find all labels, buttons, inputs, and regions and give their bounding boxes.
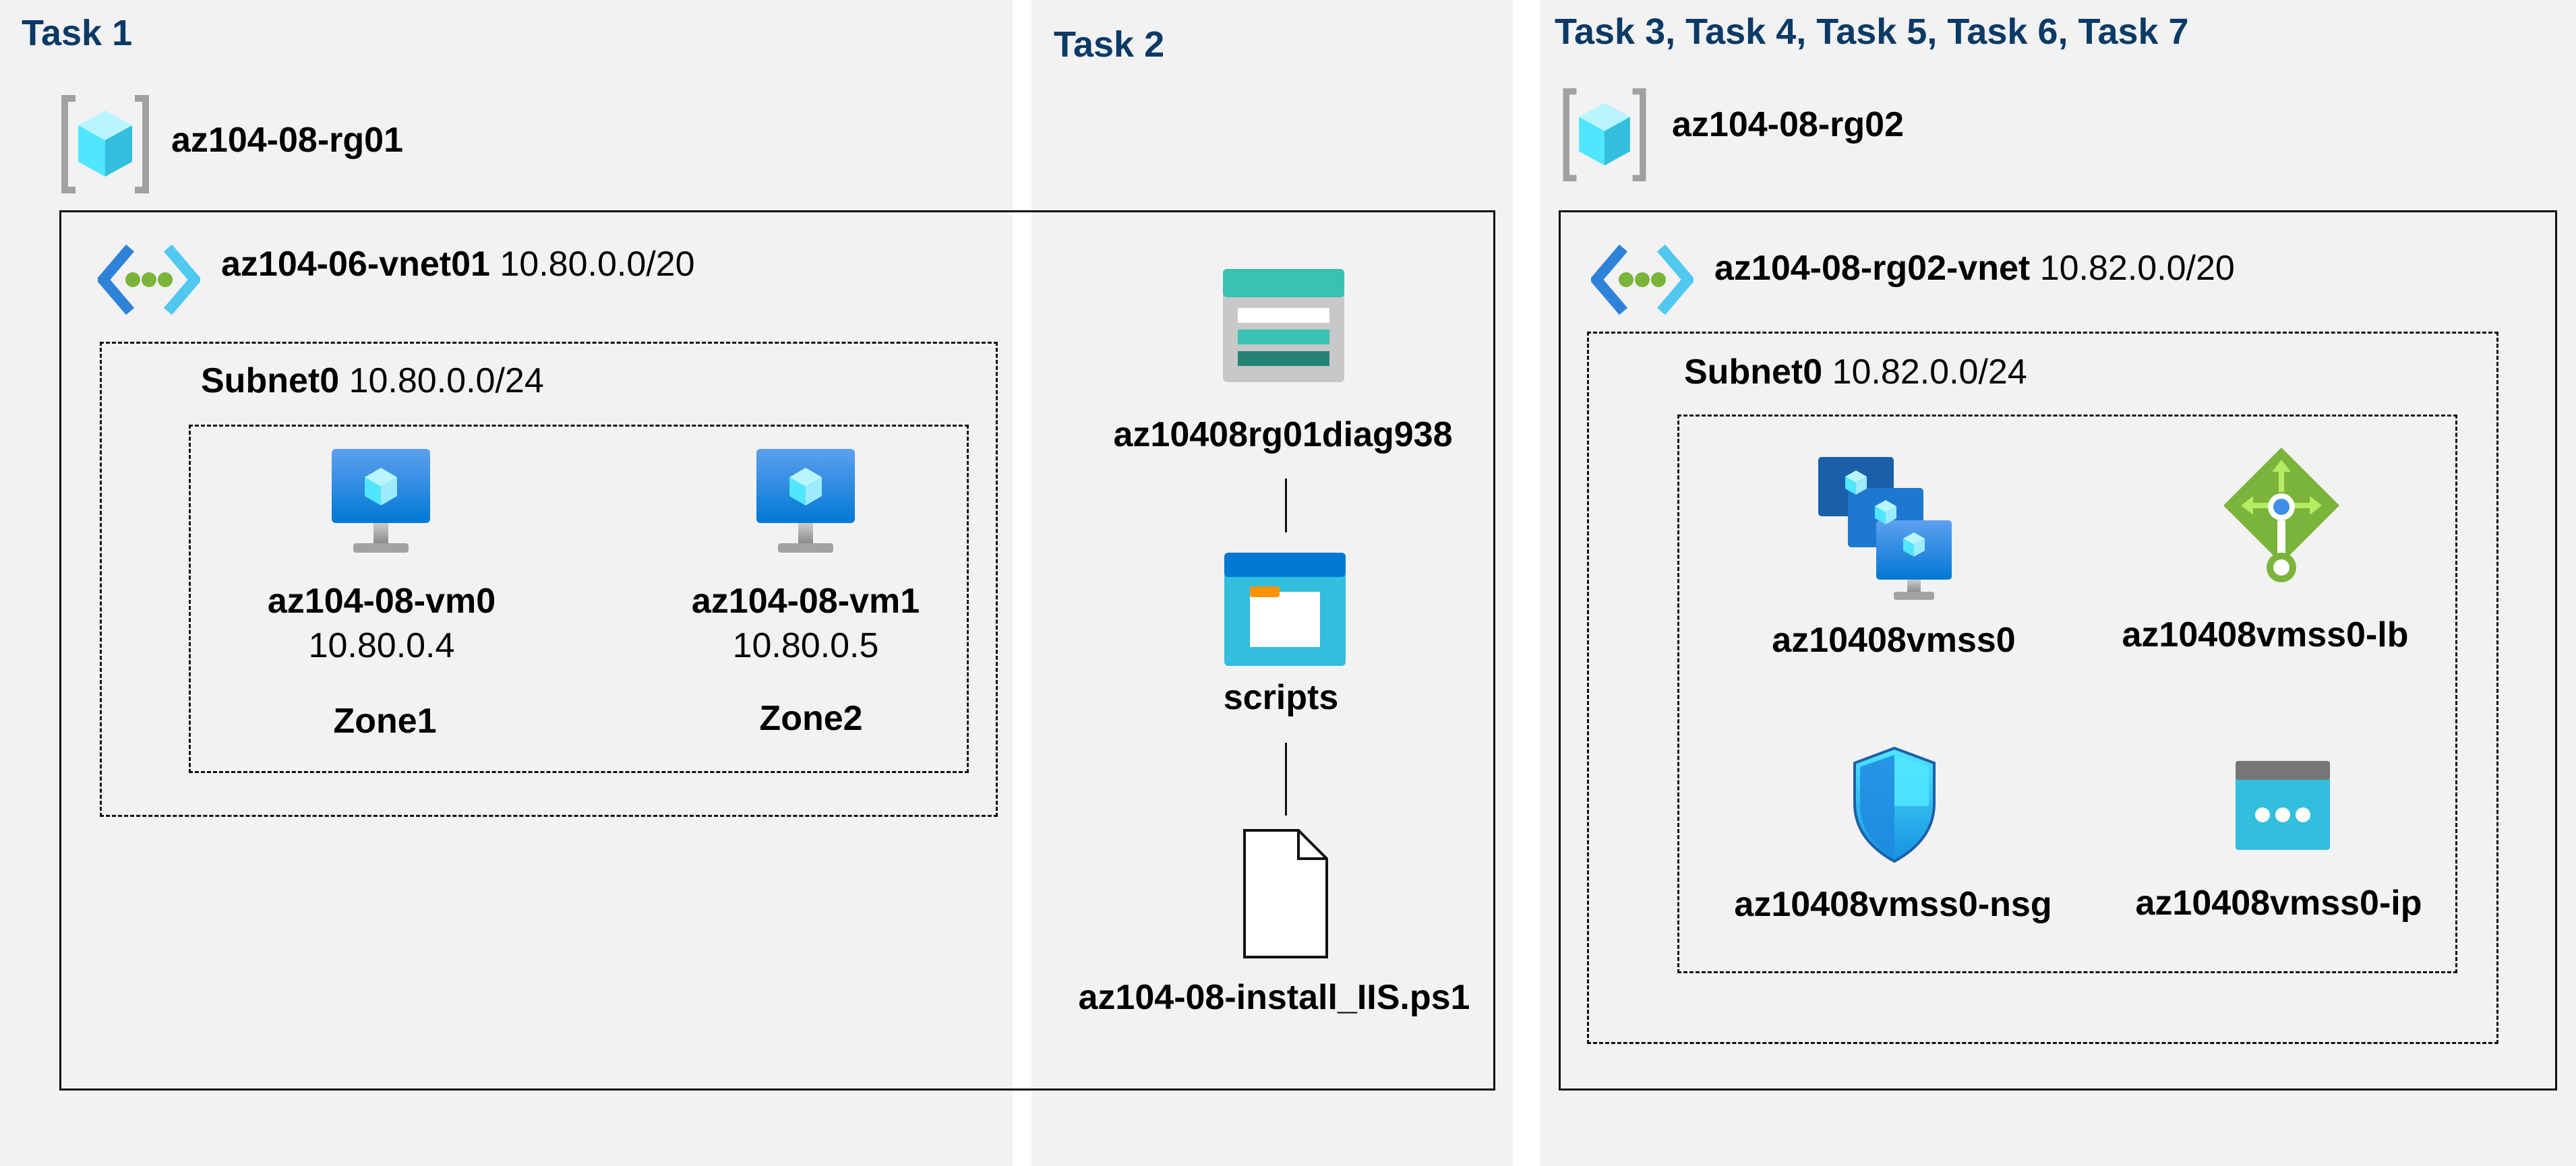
storage-account-icon [1222,268,1346,387]
subnet01-label: Subnet0 10.80.0.0/24 [201,361,544,401]
vnet01-label: az104-06-vnet01 10.80.0.0/20 [221,244,695,284]
subnet02-label: Subnet0 10.82.0.0/24 [1684,352,2027,392]
task2-title: Task 2 [1054,24,1165,65]
vmss-label: az10408vmss0 [1772,621,2016,660]
subnet01-cidr: 10.80.0.0/24 [349,361,544,400]
virtual-network-icon [96,243,202,320]
vm1-zone: Zone2 [759,699,863,738]
vnet02-name: az104-08-rg02-vnet [1714,249,2031,288]
vnet02-boundary [1559,210,2557,1091]
subnet02-cidr: 10.82.0.0/24 [1832,352,2027,392]
pip-label: az10408vmss0-ip [2135,884,2422,923]
subnet02-boundary [1587,332,2498,1044]
public-ip-icon [2234,758,2331,856]
vm0-zone: Zone1 [333,702,437,741]
vm1-name: az104-08-vm1 [691,582,920,621]
resource-group-icon [61,94,150,197]
task1-title: Task 1 [22,13,133,53]
vm1-ip: 10.80.0.5 [732,626,879,665]
task1-panel [0,0,1013,1166]
resource-group-icon [1560,88,1649,185]
vm0-name: az104-08-vm0 [267,582,496,621]
vnet01-boundary [59,210,1495,1091]
vnet01-cidr: 10.80.0.0/20 [500,245,695,284]
virtual-machine-icon [755,448,856,563]
vnet02-cidr: 10.82.0.0/20 [2039,249,2235,288]
container-label: scripts [1223,678,1339,717]
storage-to-container-line [1285,479,1287,532]
file-icon [1242,828,1329,963]
availability-zones-boundary [189,425,969,773]
subnet02-name: Subnet0 [1684,352,1823,392]
network-security-group-icon [1851,745,1938,867]
load-balancer-icon [2221,445,2342,592]
vm-scale-set-icon [1817,456,1952,607]
rg01-label: az104-08-rg01 [171,121,403,160]
subnet01-boundary [100,342,998,817]
file-label: az104-08-install_IIS.ps1 [1078,978,1470,1017]
virtual-machine-icon [330,448,431,563]
vnet02-label: az104-08-rg02-vnet 10.82.0.0/20 [1714,248,2235,288]
vmss-resources-boundary [1677,415,2457,973]
vnet01-name: az104-06-vnet01 [221,245,490,284]
vm0-ip: 10.80.0.4 [308,626,455,665]
container-to-file-line [1285,743,1287,816]
nsg-label: az10408vmss0-nsg [1734,885,2052,924]
subnet01-name: Subnet0 [201,361,340,400]
task3-7-title: Task 3, Task 4, Task 5, Task 6, Task 7 [1555,11,2189,52]
blob-container-icon [1223,551,1347,671]
storage-account-label: az10408rg01diag938 [1113,415,1453,454]
lb-label: az10408vmss0-lb [2122,615,2409,654]
virtual-network-icon [1589,243,1696,320]
rg02-label: az104-08-rg02 [1672,105,1904,144]
